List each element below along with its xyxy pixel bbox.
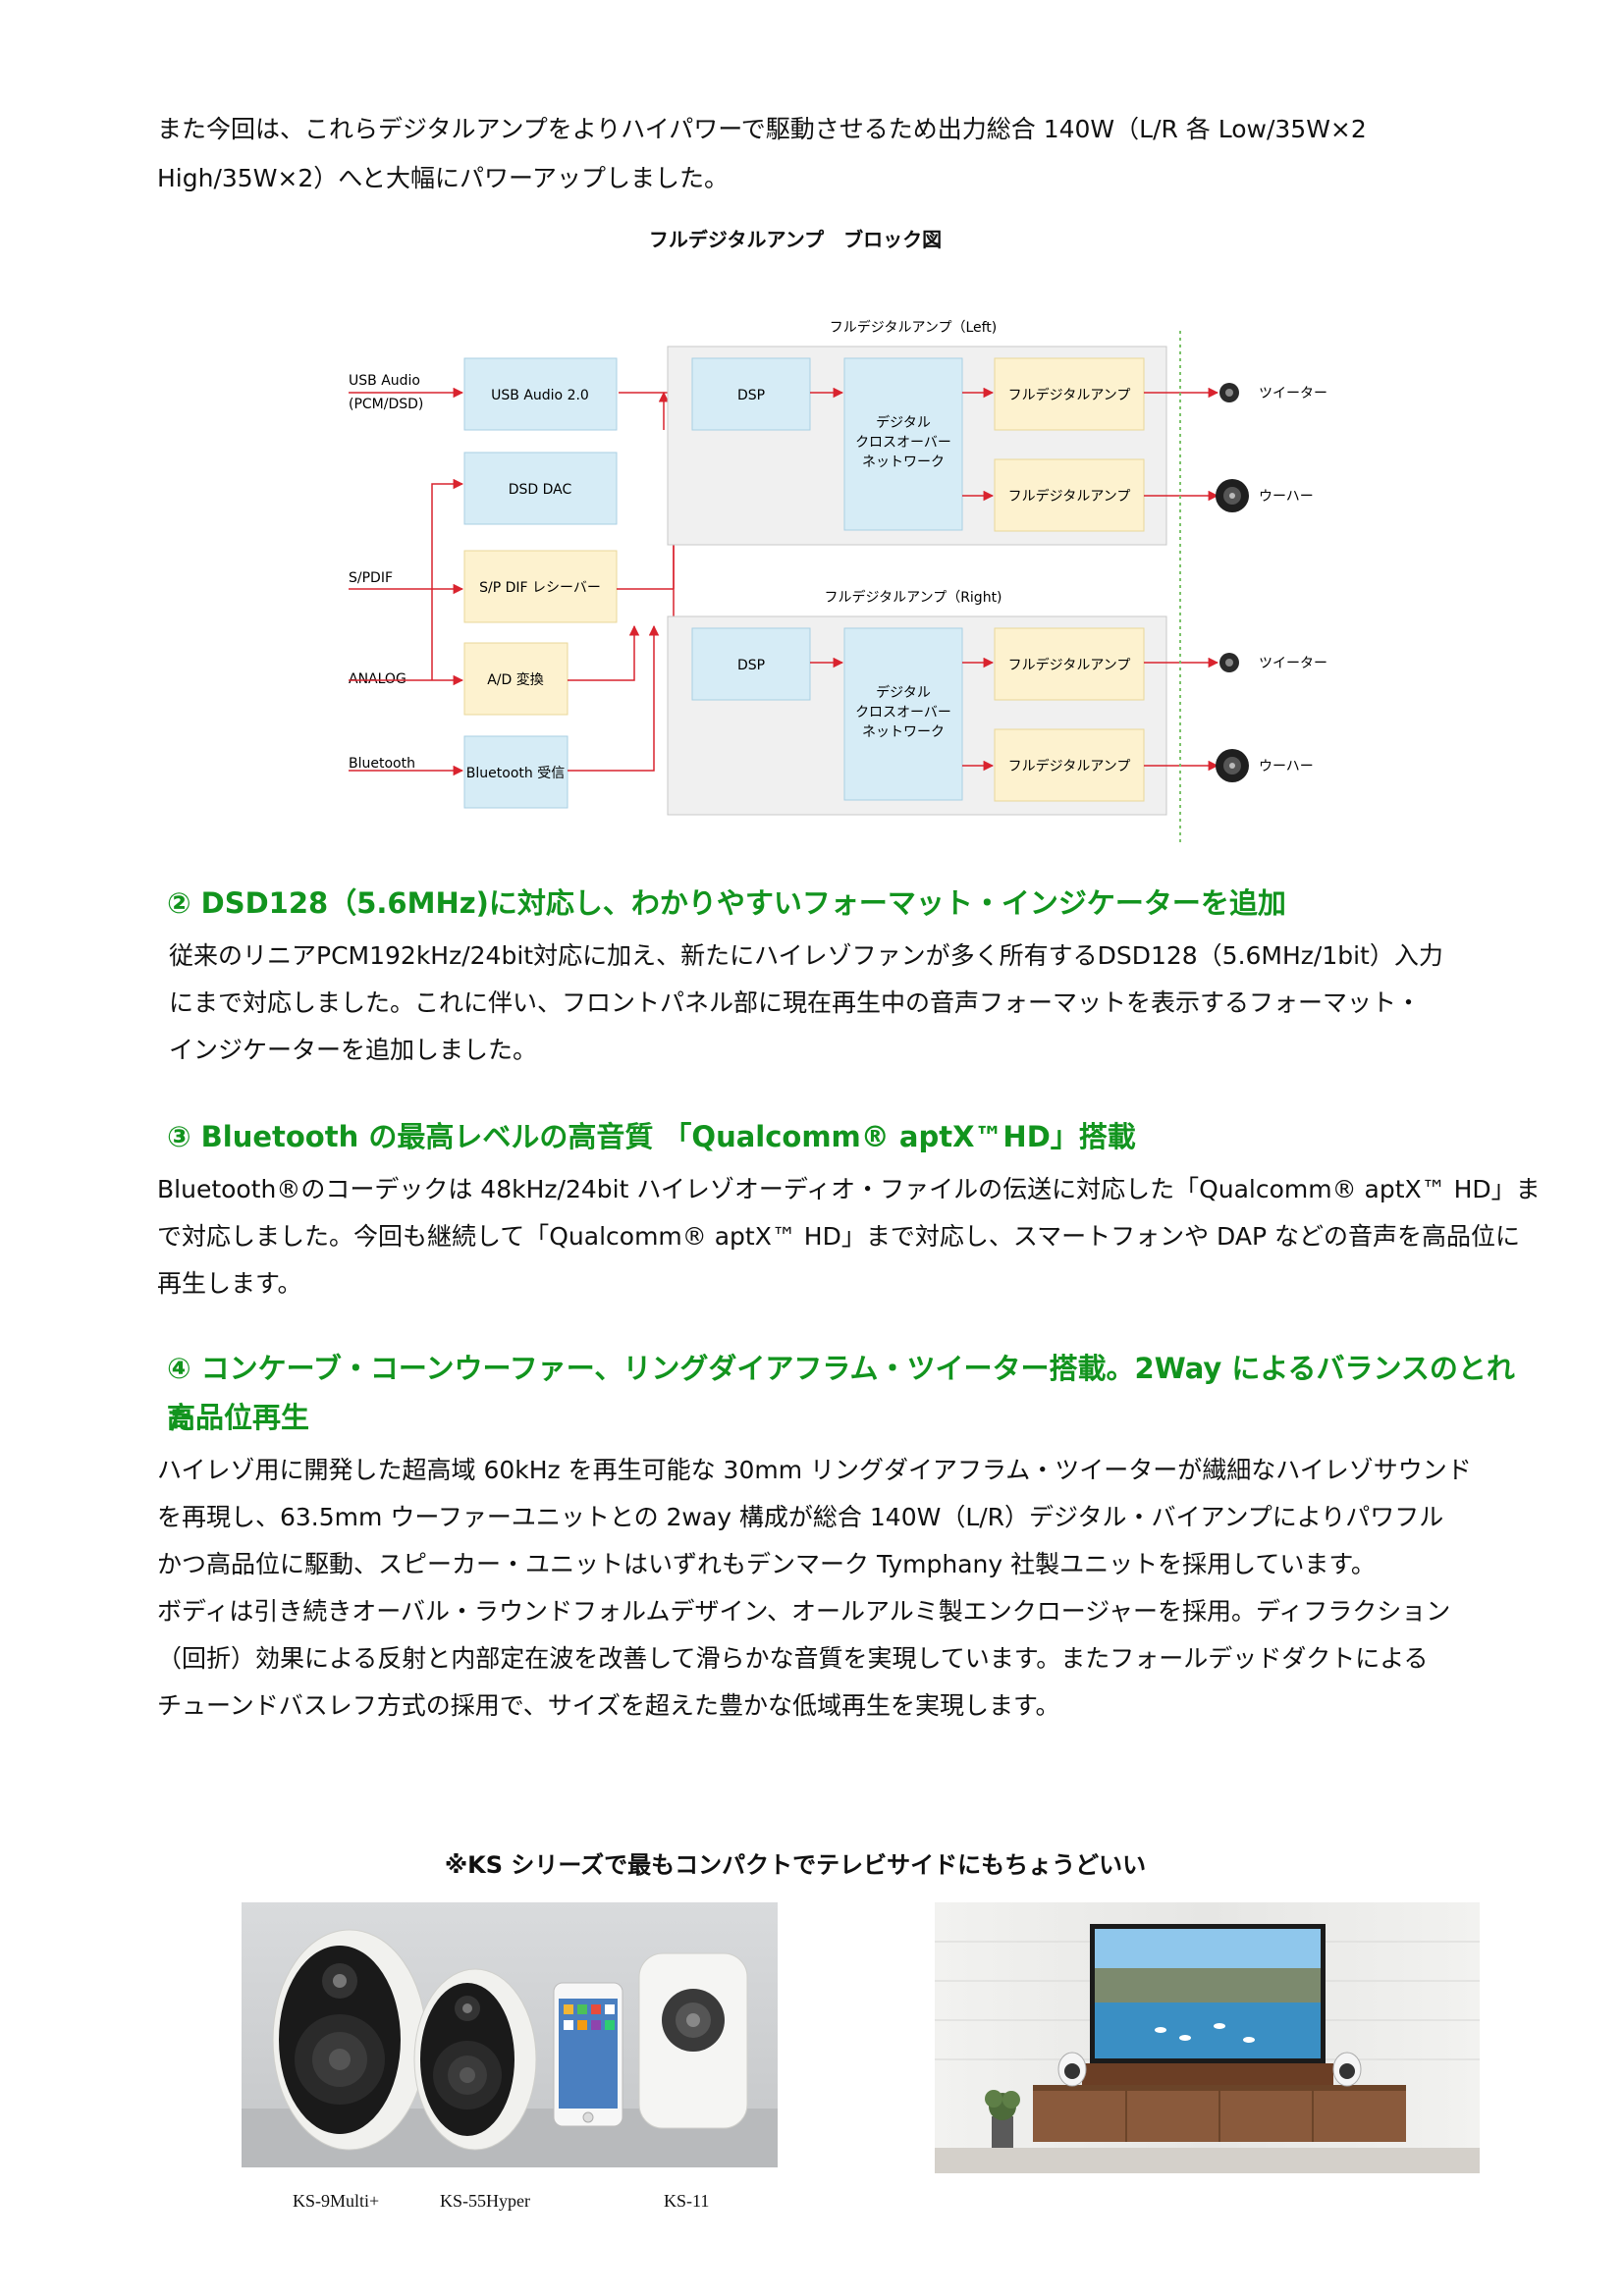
speakers-photo xyxy=(242,1902,778,2167)
block-bt-receiver-label: Bluetooth 受信 xyxy=(466,766,565,781)
right-amp-hi-label: フルデジタルアンプ xyxy=(1008,657,1131,673)
block-bt-receiver xyxy=(463,735,568,809)
left-channel-label: フルデジタルアンプ（Left) xyxy=(830,319,998,336)
left-xover-line-2: クロスオーバー xyxy=(855,435,951,451)
model-label-ks11: KS-11 xyxy=(664,2191,710,2211)
left-amp-lo-label: フルデジタルアンプ xyxy=(1008,488,1131,505)
left-tweeter-label: ツイーター xyxy=(1259,386,1327,401)
section-4-line-1: ハイレゾ用に開発した超高域 60kHz を再生可能な 30mm リングダイアフラ… xyxy=(157,1456,1472,1484)
section-4-line-2: を再現し、63.5mm ウーファーユニットとの 2way 構成が総合 140W（… xyxy=(157,1503,1444,1531)
right-woofer-icon xyxy=(1216,749,1249,782)
block-usb-audio-label: USB Audio 2.0 xyxy=(491,388,589,403)
section-4-line-5: （回折）効果による反射と内部定在波を改善して滑らかな音質を実現しています。またフ… xyxy=(157,1644,1429,1673)
block-ad xyxy=(463,642,568,716)
input-label-analog: ANALOG xyxy=(349,671,406,687)
right-xover-line-2: クロスオーバー xyxy=(855,705,951,721)
right-amp-lo-label: フルデジタルアンプ xyxy=(1008,758,1131,774)
block-usb-audio xyxy=(463,357,618,431)
section-2-line-2: にまで対応しました。これに伴い、フロントパネル部に現在再生中の音声フォーマットを… xyxy=(169,988,1422,1017)
section-2-heading: ② DSD128（5.6MHz)に対応し、わかりやすいフォーマット・インジケータ… xyxy=(167,886,1286,920)
section-4-line-4: ボディは引き続きオーバル・ラウンドフォルムデザイン、オールアルミ製エンクロージャ… xyxy=(157,1597,1451,1626)
block-dsd-dac xyxy=(463,452,618,525)
right-xover-block xyxy=(843,627,963,801)
right-amp-lo-block xyxy=(994,728,1145,802)
block-ad-label: A/D 変換 xyxy=(487,671,544,688)
right-tweeter-label: ツイーター xyxy=(1259,656,1327,671)
block-diagram: USB Audio (PCM/DSD) S/PDIF ANALOG Blueto… xyxy=(349,319,1327,844)
input-label-spdif: S/PDIF xyxy=(349,570,393,586)
right-xover-line-1: デジタル xyxy=(876,684,931,701)
right-channel-label: フルデジタルアンプ（Right) xyxy=(824,589,1001,606)
right-xover-line-3: ネットワーク xyxy=(862,724,945,740)
tv-room-photo xyxy=(935,1902,1480,2173)
section-3-line-3: 再生します。 xyxy=(157,1269,302,1298)
left-amp-hi-label: フルデジタルアンプ xyxy=(1008,387,1131,403)
block-spdif-receiver xyxy=(463,550,618,623)
right-dsp-label: DSP xyxy=(737,658,765,673)
right-amp-hi-block xyxy=(994,627,1145,701)
left-woofer-label: ウーハー xyxy=(1259,489,1314,505)
model-label-ks9multi: KS-9Multi+ xyxy=(293,2191,380,2211)
right-tweeter-icon xyxy=(1219,653,1239,672)
left-xover-line-3: ネットワーク xyxy=(862,454,945,470)
diagram-title: フルデジタルアンプ ブロック図 xyxy=(648,228,943,251)
section-3-heading: ③ Bluetooth の最高レベルの高音質 「Qualcomm® aptX™H… xyxy=(167,1120,1136,1153)
left-tweeter-icon xyxy=(1219,383,1239,402)
left-dsp-block xyxy=(691,357,811,431)
left-xover-line-1: デジタル xyxy=(876,414,931,431)
intro-line-1: また今回は、これらデジタルアンプをよりハイパワーで駆動させるため出力総合 140… xyxy=(157,115,1367,143)
left-xover-block xyxy=(843,357,963,531)
section-4-line-6: チューンドバスレフ方式の採用で、サイズを超えた豊かな低域再生を実現します。 xyxy=(157,1691,1060,1720)
input-label-bluetooth: Bluetooth xyxy=(349,756,415,772)
photo-caption: ※KS シリーズで最もコンパクトでテレビサイドにもちょうどいい xyxy=(444,1851,1147,1879)
left-woofer-icon xyxy=(1216,479,1249,512)
right-woofer-label: ウーハー xyxy=(1259,759,1314,774)
model-label-ks55hyper: KS-55Hyper xyxy=(440,2191,530,2211)
right-dsp-block xyxy=(691,627,811,701)
section-2-line-1: 従来のリニアPCM192kHz/24bit対応に加え、新たにハイレゾファンが多く… xyxy=(169,941,1443,970)
section-4-heading-2: 高品位再生 xyxy=(167,1401,310,1434)
left-amp-hi-block xyxy=(994,357,1145,431)
block-spdif-receiver-label: S/P DIF レシーバー xyxy=(479,580,601,596)
section-3-line-2: で対応しました。今回も継続して「Qualcomm® aptX™ HD」まで対応し… xyxy=(157,1222,1520,1251)
section-2-line-3: インジケーターを追加しました。 xyxy=(169,1036,538,1064)
input-label-usb-sub: (PCM/DSD) xyxy=(349,397,423,412)
left-amp-lo-block xyxy=(994,458,1145,532)
block-dsd-dac-label: DSD DAC xyxy=(509,482,572,498)
section-4-heading-1: ④ コンケーブ・コーンウーファー、リングダイアフラム・ツイーター搭載。2Way … xyxy=(167,1352,1515,1436)
section-3-line-1: Bluetooth®のコーデックは 48kHz/24bit ハイレゾオーディオ・… xyxy=(157,1175,1541,1203)
left-dsp-label: DSP xyxy=(737,388,765,403)
section-4-line-3: かつ高品位に駆動、スピーカー・ユニットはいずれもデンマーク Tymphany 社… xyxy=(157,1550,1376,1578)
intro-line-2: High/35W×2）へと大幅にパワーアップしました。 xyxy=(157,164,730,192)
input-label-usb: USB Audio xyxy=(349,373,420,389)
